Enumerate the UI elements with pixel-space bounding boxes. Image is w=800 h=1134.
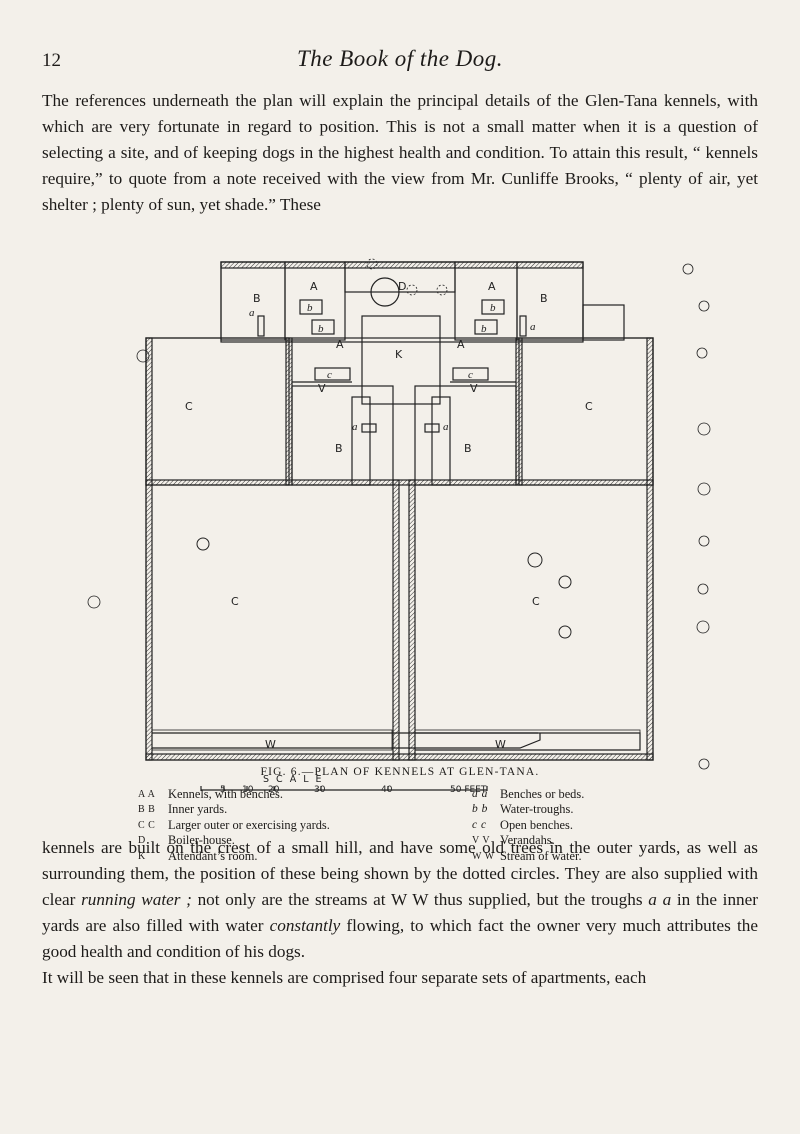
legend-right: a a Benches or beds. b b Water-troughs. c … (472, 787, 584, 864)
label-c-bench-left: c (327, 369, 332, 381)
legend-key: B B (138, 804, 156, 816)
legend-row: c c Open benches. (472, 818, 584, 833)
label-a-right: A (488, 280, 496, 293)
inner-yard-b-right (414, 385, 517, 486)
label-w-right: W (495, 738, 506, 751)
label-a-inner-left: a (352, 421, 358, 433)
yard-c-upper-right (518, 337, 654, 486)
text-run: kennels are built on the crest of a smal… (42, 838, 758, 909)
legend-text: Stream of water. (500, 848, 582, 863)
legend-row: a a Benches or beds. (472, 787, 584, 802)
wall-west (145, 337, 153, 761)
figure-caption: FIG. 6.—PLAN OF KENNELS AT GLEN-TANA. (260, 766, 540, 778)
paragraph-water-text: kennels are built on the crest of a smal… (42, 835, 758, 965)
wall-north (220, 261, 584, 269)
legend-row: C C Larger outer or exercising yards. (138, 818, 330, 833)
legend-row: B B Inner yards. (138, 802, 330, 817)
legend-text: Inner yards. (168, 802, 228, 817)
legend-key: A A (138, 789, 156, 800)
label-b-trough-1: b (307, 302, 313, 314)
label-c-bench-right: c (468, 369, 473, 381)
label-b-trough-2: b (490, 302, 496, 314)
legend-text: Larger outer or exercising yards. (168, 817, 330, 832)
legend-key: a a (472, 788, 488, 800)
annex-right (582, 304, 625, 341)
kennel-block-outline (220, 261, 584, 343)
label-k: K (395, 348, 403, 361)
inner-yard-b-top-right (516, 261, 584, 341)
kennel-a-right (454, 261, 518, 341)
label-d: D (398, 280, 406, 293)
legend-row: V V Verandahs. (472, 833, 584, 848)
inner-yard-b-left (291, 385, 394, 486)
label-b-top-right: B (540, 292, 548, 305)
label-b-trough-3: b (318, 323, 324, 335)
emphasis-running-water: running water ; (81, 890, 192, 909)
legend-row: b b Water-troughs. (472, 802, 584, 817)
legend-text: Kennels, with benches. (168, 787, 283, 801)
label-a-bench-left: a (249, 307, 255, 319)
legend-key: C C (138, 819, 156, 831)
legend-row: W W Stream of water. (472, 849, 584, 864)
legend-text: Verandahs. (500, 833, 555, 848)
legend-key: b b (472, 803, 488, 816)
page-number: 12 (42, 50, 61, 71)
wall-east (646, 337, 654, 761)
legend-key: K (138, 850, 146, 862)
legend-text: Attendant’s room. (168, 848, 258, 863)
wall-centre-south (392, 479, 400, 761)
label-a-bench-right: a (530, 321, 536, 333)
text-run: not only are the streams at W W thus sup… (191, 890, 649, 909)
label-v-right: V (470, 382, 478, 395)
outer-boundary-wall (145, 337, 654, 761)
legend-text: Benches or beds. (500, 787, 585, 801)
label-a-inner-right: a (443, 421, 449, 433)
text-run: in the inner yards are also filled with … (42, 890, 758, 935)
label-b-trough-4: b (481, 323, 487, 335)
label-c-lower-right: C (532, 595, 540, 608)
kennel-a-left (284, 261, 346, 341)
legend-text: Open benches. (500, 817, 573, 832)
legend-row: A A Kennels, with benches. (138, 787, 330, 802)
text-run: flowing, to which fact the owner very mu… (42, 916, 758, 961)
wall-mid (145, 479, 654, 486)
label-c-upper-left: C (185, 400, 193, 413)
paragraph-apartments: It will be seen that in these kennels ar… (42, 968, 647, 987)
emphasis-constantly: constantly (269, 916, 341, 935)
legend-row: K Attendant’s room. (138, 849, 330, 864)
label-a-left: A (310, 280, 318, 293)
legend-left: A A Kennels, with benches. B B Inner yards… (138, 787, 330, 864)
paragraph-water: kennels are built on the crest of a smal… (42, 835, 758, 991)
label-c-upper-right: C (585, 400, 593, 413)
centre-passage (351, 396, 371, 486)
emphasis-aa: a a (648, 890, 672, 909)
legend-key: D (138, 835, 146, 847)
running-title: The Book of the Dog. (296, 46, 504, 71)
wall-south (145, 753, 654, 761)
label-v-left: V (318, 382, 326, 395)
wall-centre-south-2 (408, 479, 416, 761)
legend-text: Boiler-house. (168, 833, 235, 848)
paragraph-intro: The references underneath the plan will … (42, 91, 758, 214)
label-b-right: B (464, 442, 472, 455)
legend-key: V V (472, 835, 491, 847)
label-a-mid-right: A (457, 338, 465, 351)
label-b-left: B (335, 442, 343, 455)
inner-yard-b-top-left (220, 261, 286, 341)
yard-c-upper-left (145, 337, 290, 486)
legend-key: c c (472, 818, 487, 831)
label-w-left: W (265, 738, 276, 751)
label-b-top-left: B (253, 292, 261, 305)
label-a-mid-left: A (336, 338, 344, 351)
boiler-house-d (344, 261, 456, 293)
scale-tick-40: 40 (381, 785, 393, 795)
legend-key: W W (472, 850, 495, 862)
legend-text: Water-troughs. (500, 802, 574, 817)
label-c-lower-left: C (231, 595, 239, 608)
legend-row: D Boiler-house. (138, 833, 330, 848)
attendant-room-k (361, 315, 441, 405)
